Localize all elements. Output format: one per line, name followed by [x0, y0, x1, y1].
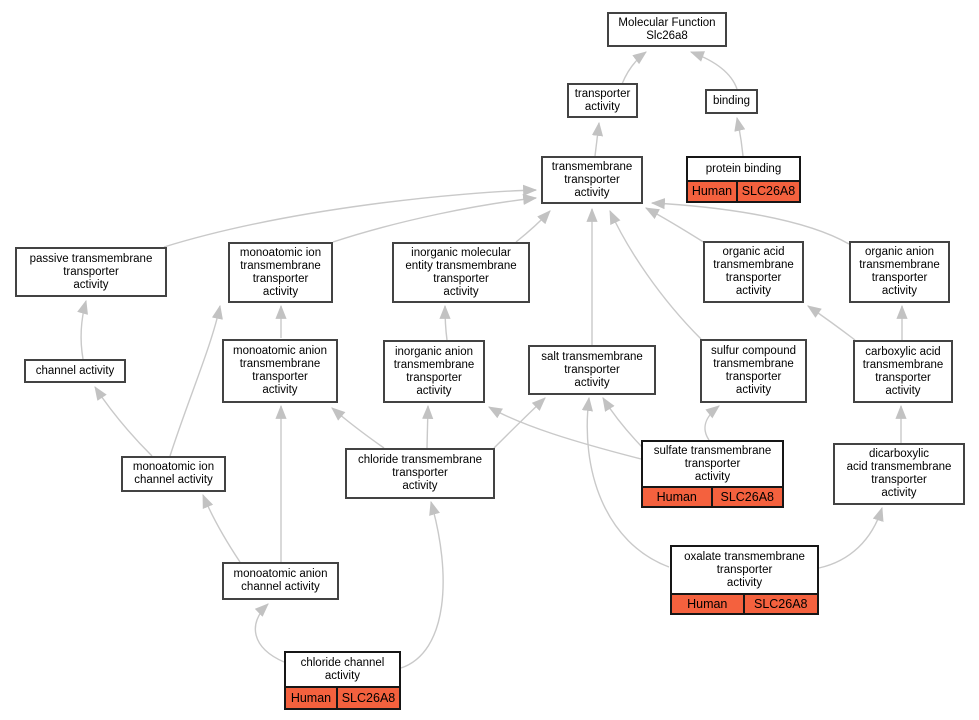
node-label: monoatomic anion transmembrane transport… [233, 345, 327, 396]
edge-mono_ion_channel-to-channel [94, 386, 153, 457]
edge-passive-to-tta [163, 184, 538, 248]
node-label: transporter activity [574, 87, 631, 113]
node-org-acid[interactable]: organic acid transmembrane transporter a… [703, 241, 804, 303]
node-dicarboxylic[interactable]: dicarboxylic acid transmembrane transpor… [833, 443, 965, 505]
node-label: monoatomic ion channel activity [132, 461, 215, 486]
node-label: monoatomic anion channel activity [233, 568, 328, 593]
annotation-gene[interactable]: SLC26A8 [737, 182, 799, 201]
edge-oxalate-to-salt [581, 396, 670, 568]
annotation-species[interactable]: Human [643, 488, 713, 506]
node-sulfate[interactable]: sulfate transmembrane transporter activi… [641, 440, 784, 508]
annotation-species[interactable]: Human [688, 182, 738, 201]
node-label: dicarboxylic acid transmembrane transpor… [846, 448, 952, 499]
annotation-species[interactable]: Human [286, 688, 338, 708]
edge-sulfate-to-salt [602, 397, 643, 448]
edge-inorg_anion-to-inorg_mol [439, 304, 451, 341]
edge-protein_binding-to-binding [734, 116, 746, 157]
edge-tta-to-transporter [591, 121, 604, 157]
edge-transporter-to-mf [621, 51, 647, 85]
edge-sulfate-to-sulfur [704, 405, 720, 441]
node-label: chloride transmembrane transporter activ… [357, 454, 482, 492]
node-binding[interactable]: binding [705, 89, 758, 114]
node-org-anion[interactable]: organic anion transmembrane transporter … [849, 241, 950, 303]
node-mono-anion-channel[interactable]: monoatomic anion channel activity [222, 562, 339, 600]
node-label: passive transmembrane transporter activi… [29, 252, 153, 291]
annotation-gene[interactable]: SLC26A8 [712, 488, 782, 506]
node-mf[interactable]: Molecular Function Slc26a8 [607, 12, 727, 47]
edge-chloride_tta-to-salt [493, 397, 546, 449]
node-sulfur[interactable]: sulfur compound transmembrane transporte… [700, 339, 807, 403]
node-carboxylic[interactable]: carboxylic acid transmembrane transporte… [853, 340, 953, 403]
edge-chloride_tta-to-mono_anion_tta [331, 407, 385, 449]
node-label: oxalate transmembrane transporter activi… [672, 547, 817, 595]
edge-chloride_channel-to-chloride_tta [400, 500, 444, 669]
annotation-gene[interactable]: SLC26A8 [337, 688, 399, 708]
edge-mono_ion_tta-to-tta [332, 193, 538, 243]
node-channel[interactable]: channel activity [24, 359, 126, 383]
edge-org_acid-to-tta [645, 207, 706, 244]
node-label: salt transmembrane transporter activity [541, 350, 643, 389]
node-label: carboxylic acid transmembrane transporte… [862, 345, 944, 397]
node-transporter[interactable]: transporter activity [567, 83, 638, 118]
edge-oxalate-to-dicarboxylic [818, 506, 884, 569]
node-label: channel activity [35, 364, 115, 377]
node-mono-ion-channel[interactable]: monoatomic ion channel activity [121, 456, 226, 492]
edge-chloride_tta-to-inorg_anion [422, 404, 434, 449]
edge-mono_ion_channel-to-mono_ion_tta [169, 304, 223, 457]
edge-binding-to-mf [689, 51, 738, 90]
node-label: Molecular Function Slc26a8 [618, 16, 716, 42]
node-label: sulfate transmembrane transporter activi… [643, 442, 782, 488]
edge-carboxylic-to-org_acid [807, 305, 856, 341]
edge-channel-to-passive [77, 299, 88, 360]
edge-org_anion-to-tta [650, 198, 850, 245]
edge-sulfate-to-inorg_anion [488, 406, 642, 460]
node-mono-ion-tta[interactable]: monoatomic ion transmembrane transporter… [228, 242, 333, 303]
node-label: organic acid transmembrane transporter a… [713, 246, 794, 297]
node-label: sulfur compound transmembrane transporte… [710, 345, 797, 396]
edge-chloride_channel-to-mono_anion_channel [254, 603, 285, 663]
edge-mono_anion_channel-to-mono_ion_channel [202, 493, 241, 563]
annotation-gene[interactable]: SLC26A8 [744, 595, 817, 613]
node-tta[interactable]: transmembrane transporter activity [541, 156, 643, 204]
edge-inorg_mol-to-tta [515, 210, 551, 243]
node-passive[interactable]: passive transmembrane transporter activi… [15, 247, 167, 297]
node-mono-anion-tta[interactable]: monoatomic anion transmembrane transport… [222, 339, 338, 403]
edge-sulfur-to-tta [609, 209, 702, 340]
node-label: chloride channel activity [286, 653, 399, 688]
node-chloride-tta[interactable]: chloride transmembrane transporter activ… [345, 448, 495, 499]
node-inorg-mol[interactable]: inorganic molecular entity transmembrane… [392, 242, 530, 303]
annotation-species[interactable]: Human [672, 595, 745, 613]
node-label: protein binding [688, 158, 799, 182]
node-inorg-anion[interactable]: inorganic anion transmembrane transporte… [383, 340, 485, 403]
node-label: inorganic anion transmembrane transporte… [393, 345, 475, 397]
node-oxalate[interactable]: oxalate transmembrane transporter activi… [670, 545, 819, 615]
node-label: binding [712, 95, 751, 107]
node-label: organic anion transmembrane transporter … [859, 246, 940, 297]
node-label: monoatomic ion transmembrane transporter… [239, 246, 322, 298]
node-label: transmembrane transporter activity [551, 160, 633, 199]
node-salt[interactable]: salt transmembrane transporter activity [528, 345, 656, 395]
node-label: inorganic molecular entity transmembrane… [405, 246, 517, 298]
